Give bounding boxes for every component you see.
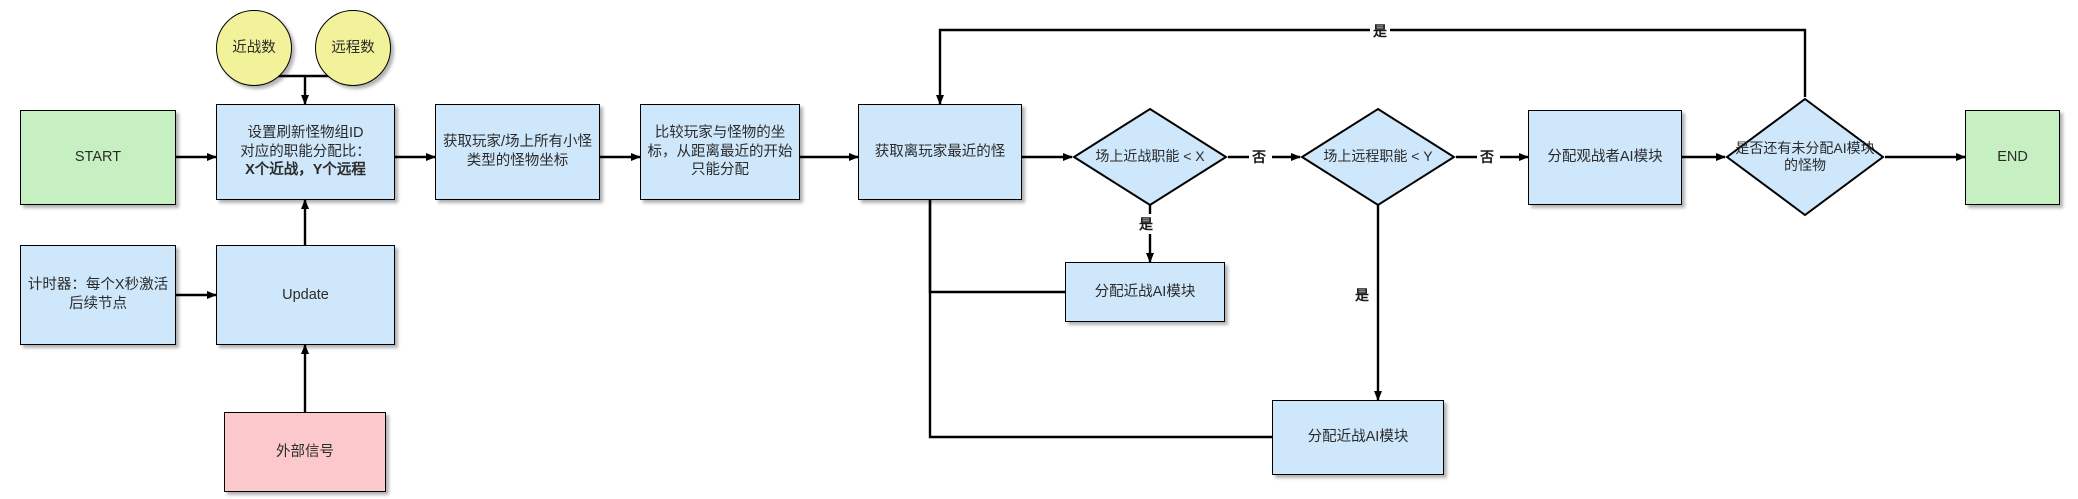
node-melee-check-label: 场上近战职能 < X <box>1095 148 1205 165</box>
node-assign-melee-a-label: 分配近战AI模块 <box>1094 283 1196 300</box>
edge-label-no-ranged: 否 <box>1477 147 1497 167</box>
edge-label-no-melee: 否 <box>1249 147 1269 167</box>
node-more-monsters-check[interactable]: 是否还有未分配AI模块的怪物 <box>1725 97 1885 217</box>
node-ranged-check[interactable]: 场上远程职能 < Y <box>1300 107 1456 207</box>
node-melee-count[interactable]: 近战数 <box>216 10 292 86</box>
node-setup-line1: 设置刷新怪物组ID <box>247 125 364 142</box>
node-ranged-count[interactable]: 远程数 <box>315 10 391 86</box>
node-setup-line3: X个近战，Y个远程 <box>245 162 366 179</box>
edge-label-yes-melee: 是 <box>1136 214 1156 234</box>
node-start-label: START <box>74 149 122 166</box>
node-assign-watcher[interactable]: 分配观战者AI模块 <box>1528 110 1682 205</box>
node-external-signal[interactable]: 外部信号 <box>224 412 386 492</box>
node-more-monsters-check-label: 是否还有未分配AI模块的怪物 <box>1735 139 1875 174</box>
node-melee-count-label: 近战数 <box>232 39 276 56</box>
node-get-all-monsters[interactable]: 获取玩家/场上所有小怪类型的怪物坐标 <box>435 104 600 200</box>
node-ranged-check-label: 场上远程职能 < Y <box>1323 148 1433 165</box>
node-end[interactable]: END <box>1965 110 2060 205</box>
node-start[interactable]: START <box>20 110 176 205</box>
edge-label-yes-top: 是 <box>1370 21 1390 41</box>
node-external-signal-label: 外部信号 <box>276 443 334 460</box>
node-setup-line2: 对应的职能分配比： <box>240 143 371 160</box>
node-melee-check[interactable]: 场上近战职能 < X <box>1072 107 1228 207</box>
node-assign-watcher-label: 分配观战者AI模块 <box>1547 149 1663 166</box>
node-timer-label: 计时器：每个X秒激活后续节点 <box>27 277 169 312</box>
node-get-nearest[interactable]: 获取离玩家最近的怪 <box>858 104 1022 200</box>
node-assign-melee-a[interactable]: 分配近战AI模块 <box>1065 262 1225 322</box>
diamond-shape <box>1725 97 1885 217</box>
node-compare-coords[interactable]: 比较玩家与怪物的坐标，从距离最近的开始只能分配 <box>640 104 800 200</box>
edge-label-yes-ranged: 是 <box>1352 285 1372 305</box>
node-setup-ratio[interactable]: 设置刷新怪物组ID 对应的职能分配比： X个近战，Y个远程 <box>216 104 395 200</box>
node-update-label: Update <box>282 286 329 303</box>
node-ranged-count-label: 远程数 <box>331 39 375 56</box>
node-assign-melee-b-label: 分配近战AI模块 <box>1307 429 1409 446</box>
node-get-nearest-label: 获取离玩家最近的怪 <box>874 143 1006 160</box>
node-update[interactable]: Update <box>216 245 395 345</box>
node-end-label: END <box>1997 149 2028 166</box>
node-get-all-monsters-label: 获取玩家/场上所有小怪类型的怪物坐标 <box>442 134 593 169</box>
node-assign-melee-b[interactable]: 分配近战AI模块 <box>1272 400 1444 475</box>
node-timer[interactable]: 计时器：每个X秒激活后续节点 <box>20 245 176 345</box>
node-compare-coords-label: 比较玩家与怪物的坐标，从距离最近的开始只能分配 <box>647 125 793 179</box>
